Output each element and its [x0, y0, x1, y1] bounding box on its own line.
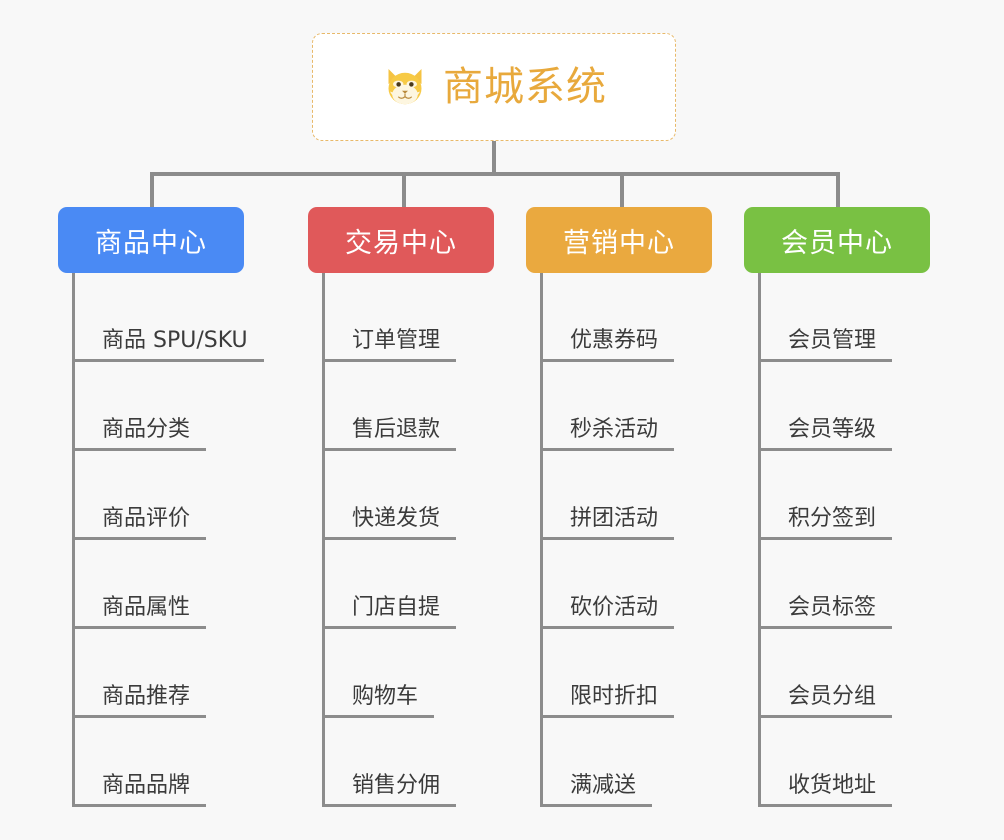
leaf-label: 销售分佣 — [352, 773, 457, 807]
list-item[interactable]: 商品推荐 — [72, 629, 244, 718]
leaf-label: 商品推荐 — [102, 684, 207, 718]
leaf-label: 门店自提 — [352, 595, 457, 629]
list-item[interactable]: 砍价活动 — [540, 540, 712, 629]
leaf-label: 商品 SPU/SKU — [102, 328, 264, 362]
leaf-label: 购物车 — [352, 684, 435, 718]
category-title: 商品中心 — [95, 227, 207, 259]
branch-column: 营销中心 优惠券码 秒杀活动 拼团活动 砍价活动 限时折扣 — [526, 207, 712, 807]
connector-drop-1 — [150, 172, 154, 208]
leaf-list: 会员管理 会员等级 积分签到 会员标签 会员分组 收货地址 — [758, 273, 930, 807]
category-header[interactable]: 营销中心 — [526, 207, 712, 273]
list-item[interactable]: 商品分类 — [72, 362, 244, 451]
leaf-list: 商品 SPU/SKU 商品分类 商品评价 商品属性 商品推荐 商品品牌 — [72, 273, 264, 807]
leaf-underline — [540, 715, 674, 718]
leaf-underline — [758, 804, 892, 807]
leaf-underline — [758, 626, 892, 629]
connector-drop-2 — [402, 172, 406, 208]
leaf-label: 满减送 — [570, 773, 653, 807]
list-item[interactable]: 秒杀活动 — [540, 362, 712, 451]
category-header[interactable]: 商品中心 — [58, 207, 244, 273]
leaf-list: 优惠券码 秒杀活动 拼团活动 砍价活动 限时折扣 满减送 — [540, 273, 712, 807]
list-item[interactable]: 门店自提 — [322, 540, 494, 629]
category-title: 营销中心 — [563, 227, 675, 259]
branch-column: 交易中心 订单管理 售后退款 快递发货 门店自提 购物车 — [308, 207, 494, 807]
branch-column: 商品中心 商品 SPU/SKU 商品分类 商品评价 商品属性 商品推荐 — [58, 207, 264, 807]
connector-drop-3 — [620, 172, 624, 208]
leaf-underline — [72, 537, 206, 540]
connector-root-stem — [492, 141, 496, 175]
leaf-underline — [322, 448, 456, 451]
leaf-label: 会员标签 — [788, 595, 893, 629]
list-item[interactable]: 满减送 — [540, 718, 712, 807]
list-item[interactable]: 销售分佣 — [322, 718, 494, 807]
leaf-label: 售后退款 — [352, 417, 457, 451]
root-node[interactable]: 商城系统 — [312, 33, 676, 141]
root-title: 商城系统 — [443, 64, 607, 110]
leaf-label: 限时折扣 — [570, 684, 675, 718]
leaf-underline — [540, 804, 652, 807]
leaf-underline — [72, 626, 206, 629]
connector-bus — [150, 172, 840, 176]
leaf-underline — [322, 715, 434, 718]
leaf-label: 商品属性 — [102, 595, 207, 629]
leaf-underline — [758, 359, 892, 362]
list-item[interactable]: 商品属性 — [72, 540, 244, 629]
list-item[interactable]: 商品 SPU/SKU — [72, 273, 264, 362]
leaf-underline — [322, 804, 456, 807]
leaf-underline — [72, 804, 206, 807]
leaf-underline — [322, 359, 456, 362]
leaf-underline — [322, 537, 456, 540]
leaf-label: 拼团活动 — [570, 506, 675, 540]
list-item[interactable]: 购物车 — [322, 629, 494, 718]
list-item[interactable]: 拼团活动 — [540, 451, 712, 540]
list-item[interactable]: 商品评价 — [72, 451, 244, 540]
leaf-label: 积分签到 — [788, 506, 893, 540]
category-title: 交易中心 — [345, 227, 457, 259]
leaf-underline — [72, 448, 206, 451]
leaf-label: 商品分类 — [102, 417, 207, 451]
list-item[interactable]: 收货地址 — [758, 718, 930, 807]
list-item[interactable]: 优惠券码 — [540, 273, 712, 362]
category-header[interactable]: 会员中心 — [744, 207, 930, 273]
list-item[interactable]: 订单管理 — [322, 273, 494, 362]
leaf-underline — [758, 715, 892, 718]
branch-column: 会员中心 会员管理 会员等级 积分签到 会员标签 会员分组 — [744, 207, 930, 807]
leaf-list: 订单管理 售后退款 快递发货 门店自提 购物车 销售分佣 — [322, 273, 494, 807]
leaf-label: 商品评价 — [102, 506, 207, 540]
leaf-underline — [758, 448, 892, 451]
list-item[interactable]: 会员标签 — [758, 540, 930, 629]
leaf-label: 订单管理 — [352, 328, 457, 362]
category-title: 会员中心 — [781, 227, 893, 259]
leaf-underline — [72, 359, 264, 362]
leaf-underline — [540, 359, 674, 362]
category-header[interactable]: 交易中心 — [308, 207, 494, 273]
leaf-label: 快递发货 — [352, 506, 457, 540]
list-item[interactable]: 商品品牌 — [72, 718, 244, 807]
list-item[interactable]: 限时折扣 — [540, 629, 712, 718]
list-item[interactable]: 积分签到 — [758, 451, 930, 540]
leaf-underline — [322, 626, 456, 629]
shiba-dog-face-icon — [388, 69, 422, 105]
leaf-label: 会员等级 — [788, 417, 893, 451]
leaf-underline — [540, 626, 674, 629]
list-item[interactable]: 售后退款 — [322, 362, 494, 451]
list-item[interactable]: 会员等级 — [758, 362, 930, 451]
leaf-label: 秒杀活动 — [570, 417, 675, 451]
leaf-label: 收货地址 — [788, 773, 893, 807]
leaf-label: 砍价活动 — [570, 595, 675, 629]
list-item[interactable]: 快递发货 — [322, 451, 494, 540]
list-item[interactable]: 会员管理 — [758, 273, 930, 362]
leaf-label: 会员管理 — [788, 328, 893, 362]
leaf-underline — [540, 537, 674, 540]
leaf-underline — [540, 448, 674, 451]
leaf-underline — [72, 715, 206, 718]
leaf-label: 商品品牌 — [102, 773, 207, 807]
list-item[interactable]: 会员分组 — [758, 629, 930, 718]
connector-drop-4 — [836, 172, 840, 208]
leaf-label: 会员分组 — [788, 684, 893, 718]
leaf-underline — [758, 537, 892, 540]
leaf-label: 优惠券码 — [570, 328, 675, 362]
